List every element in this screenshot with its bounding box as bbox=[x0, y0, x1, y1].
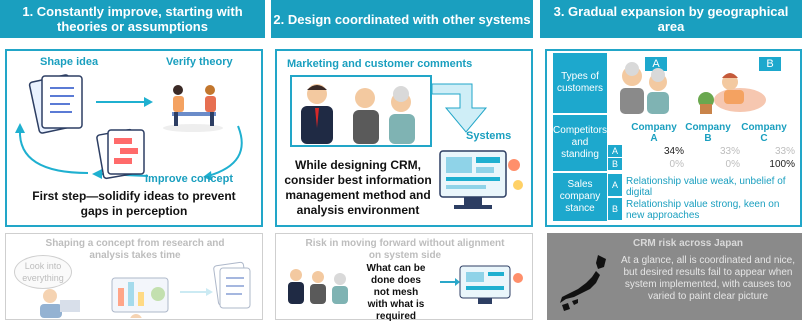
panel1-caption: First step—solidify ideas to prevent gap… bbox=[32, 189, 236, 218]
company-b-label: Company B bbox=[685, 122, 731, 144]
competitors-header: Competitors and standing bbox=[553, 115, 607, 171]
improve-cycle-illustration bbox=[15, 74, 243, 180]
stance-row-b-tag: B bbox=[608, 198, 622, 220]
elderly-woman-icon bbox=[389, 86, 415, 144]
header-section-3: 3. Gradual expansion by geographical are… bbox=[540, 0, 802, 38]
stance-row-a-tag: A bbox=[608, 174, 622, 196]
company-c-label: Company C bbox=[741, 122, 787, 144]
panel2-caption: While designing CRM, consider best infor… bbox=[284, 158, 432, 217]
lower-panel-crm-risk bbox=[547, 233, 802, 320]
lower1-title: Shaping a concept from research and anal… bbox=[45, 238, 225, 261]
share-b-company-c: 100% bbox=[769, 159, 795, 170]
marketing-label: Marketing and customer comments bbox=[287, 58, 473, 70]
shape-idea-label: Shape idea bbox=[40, 56, 99, 68]
header-title-3: 3. Gradual expansion by geographical are… bbox=[553, 4, 789, 34]
research-analysis-illustration bbox=[40, 261, 251, 318]
lower2-body: What can be done does not mesh with what… bbox=[366, 263, 426, 322]
businessman-icon bbox=[301, 84, 333, 144]
company-a-label: Company A bbox=[631, 122, 677, 144]
japan-map-icon bbox=[560, 255, 606, 311]
customer-badge-a: A bbox=[645, 57, 667, 71]
share-a-company-c: 33% bbox=[774, 146, 795, 157]
system-small-illustration bbox=[440, 265, 523, 304]
elderly-couple-icon bbox=[620, 62, 669, 114]
customers-small-illustration bbox=[288, 269, 348, 304]
sales-stance-header: Sales company stance bbox=[553, 173, 607, 221]
sales-stance-label: Sales company stance bbox=[559, 179, 601, 214]
types-of-customers-header: Types of customers bbox=[553, 53, 607, 113]
elderly-man-icon bbox=[353, 88, 379, 144]
lower3-title: CRM risk across Japan bbox=[632, 238, 744, 249]
stance-b-text: Relationship value strong, keen on new a… bbox=[626, 199, 780, 221]
meeting-people-icon bbox=[163, 85, 223, 132]
flow-arrow-icon bbox=[432, 83, 488, 133]
look-into-bubble: Look into everything bbox=[14, 255, 72, 289]
competitor-row-a-tag: A bbox=[608, 145, 622, 157]
header-title-1: 1. Constantly improve, starting with the… bbox=[22, 4, 243, 34]
header-title-2: 2. Design coordinated with other systems bbox=[273, 11, 531, 27]
customers-illustration bbox=[301, 84, 415, 144]
verify-theory-label: Verify theory bbox=[166, 56, 233, 68]
share-b-company-b: 0% bbox=[725, 159, 740, 170]
look-into-bubble-text: Look into everything bbox=[22, 261, 64, 283]
competitor-row-b-tag: B bbox=[608, 158, 622, 170]
stance-a-text: Relationship value weak, unbelief of dig… bbox=[626, 176, 786, 198]
lower2-title: Risk in moving forward without alignment… bbox=[305, 238, 505, 261]
young-woman-relaxing-icon bbox=[698, 73, 766, 114]
documents-icon bbox=[28, 74, 83, 134]
share-a-company-b: 33% bbox=[719, 146, 740, 157]
customer-types-illustration bbox=[620, 62, 766, 114]
header-section-1: 1. Constantly improve, starting with the… bbox=[0, 0, 265, 38]
competitors-label: Competitors and standing bbox=[553, 125, 607, 160]
improve-concept-label: Improve concept bbox=[145, 173, 234, 185]
share-b-company-a: 0% bbox=[669, 159, 684, 170]
header-section-2: 2. Design coordinated with other systems bbox=[271, 0, 533, 38]
types-of-customers-label: Types of customers bbox=[556, 71, 604, 94]
computer-systems-icon bbox=[439, 150, 523, 209]
systems-label: Systems bbox=[466, 130, 512, 142]
improved-documents-icon bbox=[96, 128, 145, 180]
share-a-company-a: 34% bbox=[663, 146, 684, 157]
customer-badge-b: B bbox=[759, 57, 781, 71]
lower3-body: At a glance, all is coordinated and nice… bbox=[621, 255, 795, 302]
